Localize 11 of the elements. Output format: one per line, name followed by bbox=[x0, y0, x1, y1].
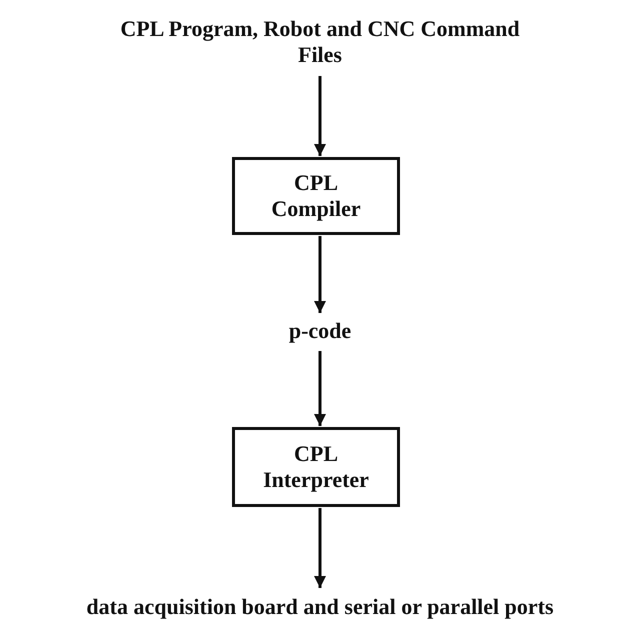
process-label: CPL Compiler bbox=[270, 170, 362, 222]
process-box bbox=[232, 157, 400, 235]
process-label: CPL Interpreter bbox=[262, 440, 370, 494]
arrow bbox=[314, 351, 326, 426]
process-box bbox=[232, 427, 400, 507]
io-label: data acquisition board and serial or parallel ports bbox=[86, 594, 554, 620]
arrow bbox=[314, 76, 326, 156]
arrow bbox=[314, 236, 326, 313]
io-label: CPL Program, Robot and CNC Command Files bbox=[119, 16, 521, 68]
arrow bbox=[314, 508, 326, 588]
data-label: p-code bbox=[288, 318, 352, 344]
